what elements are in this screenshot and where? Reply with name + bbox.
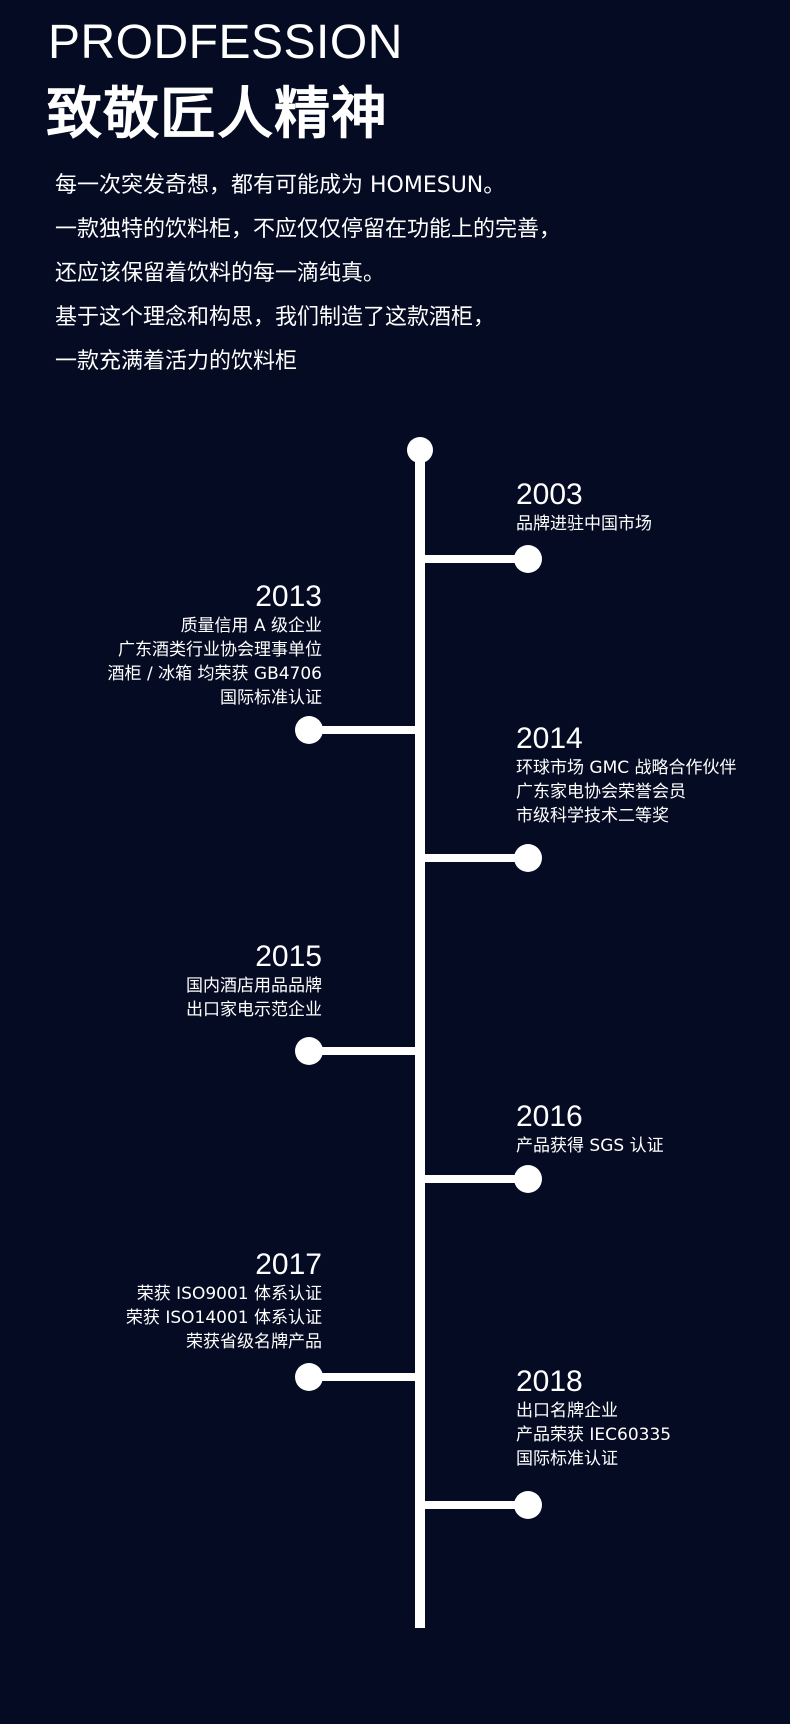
event-text: 荣获 ISO9001 体系认证 <box>136 1284 322 1304</box>
timeline-axis-cap <box>407 437 433 463</box>
event-text: 品牌进驻中国市场 <box>516 514 652 534</box>
event-text: 国际标准认证 <box>220 688 322 708</box>
timeline-connector <box>420 555 528 563</box>
intro-line: 一款独特的饮料柜，不应仅仅停留在功能上的完善， <box>55 217 562 242</box>
event-text: 市级科学技术二等奖 <box>516 806 669 826</box>
event-text: 出口名牌企业 <box>516 1401 618 1421</box>
timeline-event-2003: 2003 品牌进驻中国市场 <box>516 478 652 536</box>
event-text: 荣获 ISO14001 体系认证 <box>125 1308 322 1328</box>
timeline-connector <box>420 1175 528 1183</box>
intro-paragraph: 每一次突发奇想，都有可能成为 HOMESUN。 一款独特的饮料柜，不应仅仅停留在… <box>55 164 755 384</box>
event-year: 2018 <box>516 1365 583 1398</box>
header-title-en: PRODFESSION <box>48 16 403 69</box>
timeline-connector <box>420 854 528 862</box>
timeline-node <box>295 1363 323 1391</box>
timeline-node <box>514 1165 542 1193</box>
event-text: 广东家电协会荣誉会员 <box>516 782 686 802</box>
event-text: 产品获得 SGS 认证 <box>516 1136 664 1156</box>
timeline-event-2018: 2018 出口名牌企业 产品荣获 IEC60335 国际标准认证 <box>516 1365 671 1471</box>
timeline-node <box>295 716 323 744</box>
event-text: 广东酒类行业协会理事单位 <box>118 640 322 660</box>
timeline-connector <box>308 1047 420 1055</box>
event-year: 2014 <box>516 722 583 755</box>
event-text: 荣获省级名牌产品 <box>186 1332 322 1352</box>
timeline-node <box>514 844 542 872</box>
event-text: 产品荣获 IEC60335 <box>516 1425 672 1445</box>
event-text: 环球市场 GMC 战略合作伙伴 <box>516 758 737 778</box>
event-text: 酒柜 / 冰箱 均荣获 GB4706 <box>107 664 322 684</box>
event-year: 2017 <box>255 1248 322 1281</box>
timeline-event-2016: 2016 产品获得 SGS 认证 <box>516 1100 664 1158</box>
event-text: 国际标准认证 <box>516 1449 618 1469</box>
event-year: 2003 <box>516 478 583 511</box>
event-text: 国内酒店用品品牌 <box>186 976 322 996</box>
timeline-connector <box>308 726 420 734</box>
timeline-node <box>514 545 542 573</box>
timeline-node <box>295 1037 323 1065</box>
event-text: 出口家电示范企业 <box>186 1000 322 1020</box>
timeline-connector <box>308 1373 420 1381</box>
intro-line: 还应该保留着饮料的每一滴纯真。 <box>55 261 386 286</box>
event-year: 2013 <box>255 580 322 613</box>
timeline-event-2015: 2015 国内酒店用品品牌 出口家电示范企业 <box>186 940 322 1022</box>
event-year: 2016 <box>516 1100 583 1133</box>
timeline-connector <box>420 1501 528 1509</box>
timeline-event-2013: 2013 质量信用 A 级企业 广东酒类行业协会理事单位 酒柜 / 冰箱 均荣获… <box>108 580 322 710</box>
header-title-cn: 致敬匠人精神 <box>46 82 388 147</box>
intro-line: 基于这个理念和构思，我们制造了这款酒柜， <box>55 305 496 330</box>
event-text: 质量信用 A 级企业 <box>180 616 322 636</box>
intro-line: 一款充满着活力的饮料柜 <box>55 349 298 374</box>
timeline-event-2014: 2014 环球市场 GMC 战略合作伙伴 广东家电协会荣誉会员 市级科学技术二等… <box>516 722 737 828</box>
event-year: 2015 <box>255 940 322 973</box>
timeline-axis <box>415 450 425 1628</box>
timeline-node <box>514 1491 542 1519</box>
intro-line: 每一次突发奇想，都有可能成为 HOMESUN。 <box>55 173 506 198</box>
timeline-event-2017: 2017 荣获 ISO9001 体系认证 荣获 ISO14001 体系认证 荣获… <box>126 1248 322 1354</box>
